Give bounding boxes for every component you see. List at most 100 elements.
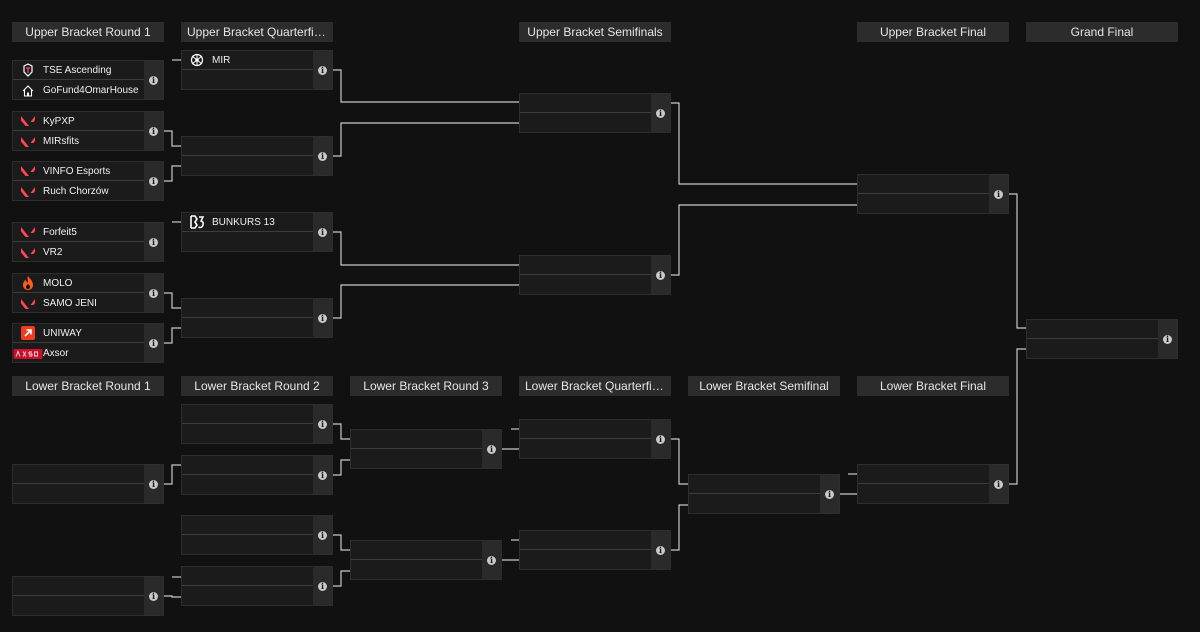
info-icon[interactable]: i [656, 545, 665, 555]
match-slot-empty[interactable] [13, 597, 145, 616]
match-slot[interactable]: Ruch Chorzów [13, 182, 145, 201]
match-slot[interactable]: VINFO Esports [13, 162, 145, 181]
match-slot-empty[interactable] [182, 157, 314, 176]
match-info-button[interactable]: i [144, 274, 163, 312]
match-slot-empty[interactable] [520, 114, 652, 133]
info-icon[interactable]: i [656, 108, 665, 118]
match-slot[interactable]: MIRsfits [13, 132, 145, 151]
match-info-button[interactable]: i [313, 137, 332, 175]
match-slot[interactable]: BUNKURS 13 [182, 213, 314, 232]
match-slot-empty[interactable] [182, 587, 314, 606]
info-icon[interactable]: i [487, 444, 496, 454]
match-slot-empty[interactable] [351, 450, 483, 469]
match-slot[interactable]: KyPXP [13, 112, 145, 131]
info-icon[interactable]: i [1163, 334, 1172, 344]
info-icon[interactable]: i [487, 555, 496, 565]
match-slot-empty[interactable] [520, 551, 652, 570]
match-slot-empty[interactable] [182, 516, 314, 535]
match-slot-empty[interactable] [520, 256, 652, 275]
info-icon[interactable]: i [149, 75, 158, 85]
match-info-button[interactable]: i [313, 516, 332, 554]
match-slot[interactable]: TSE Ascending [13, 61, 145, 80]
match-info-button[interactable]: i [144, 324, 163, 362]
info-icon[interactable]: i [994, 479, 1003, 489]
match-slot-empty[interactable] [351, 430, 483, 449]
match-info-button[interactable]: i [651, 420, 670, 458]
match-slot-empty[interactable] [520, 276, 652, 295]
match-slot-empty[interactable] [182, 425, 314, 444]
info-icon[interactable]: i [825, 489, 834, 499]
info-icon[interactable]: i [656, 270, 665, 280]
match-info-button[interactable]: i [313, 213, 332, 251]
match-info-button[interactable]: i [482, 541, 501, 579]
match-slot-empty[interactable] [520, 420, 652, 439]
match-info-button[interactable]: i [651, 531, 670, 569]
match-slot-empty[interactable] [182, 319, 314, 338]
match-info-button[interactable]: i [651, 94, 670, 132]
match-slot-empty[interactable] [858, 195, 990, 214]
match-info-button[interactable]: i [144, 465, 163, 503]
match-slot-empty[interactable] [689, 495, 821, 514]
match-slot-empty[interactable] [182, 536, 314, 555]
match-slot-empty[interactable] [1027, 340, 1159, 359]
match-info-button[interactable]: i [144, 61, 163, 99]
match-slot-empty[interactable] [13, 577, 145, 596]
match-slot-empty[interactable] [1027, 320, 1159, 339]
match-info-button[interactable]: i [820, 475, 839, 513]
match-slot-empty[interactable] [351, 541, 483, 560]
match-slot[interactable]: MOLO [13, 274, 145, 293]
match-slot-empty[interactable] [858, 175, 990, 194]
info-icon[interactable]: i [318, 65, 327, 75]
match-info-button[interactable]: i [989, 175, 1008, 213]
info-icon[interactable]: i [318, 227, 327, 237]
match-info-button[interactable]: i [313, 299, 332, 337]
match-slot-empty[interactable] [520, 531, 652, 550]
match-slot-empty[interactable] [858, 485, 990, 504]
match-slot[interactable]: VR2 [13, 243, 145, 262]
info-icon[interactable]: i [318, 470, 327, 480]
match-info-button[interactable]: i [144, 162, 163, 200]
info-icon[interactable]: i [149, 479, 158, 489]
match-slot[interactable]: UNIWAY [13, 324, 145, 343]
match-slot[interactable]: Axsor [13, 344, 145, 363]
info-icon[interactable]: i [149, 176, 158, 186]
match-slot-empty[interactable] [182, 71, 314, 90]
match-slot-empty[interactable] [182, 405, 314, 424]
info-icon[interactable]: i [149, 237, 158, 247]
info-icon[interactable]: i [318, 419, 327, 429]
info-icon[interactable]: i [318, 313, 327, 323]
match-slot[interactable]: GoFund4OmarHouse [13, 81, 145, 100]
match-slot[interactable]: SAMO JENI [13, 294, 145, 313]
match-info-button[interactable]: i [144, 112, 163, 150]
match-info-button[interactable]: i [144, 577, 163, 615]
info-icon[interactable]: i [656, 434, 665, 444]
info-icon[interactable]: i [318, 530, 327, 540]
match-slot-empty[interactable] [689, 475, 821, 494]
info-icon[interactable]: i [149, 338, 158, 348]
match-info-button[interactable]: i [989, 465, 1008, 503]
match-info-button[interactable]: i [651, 256, 670, 294]
match-info-button[interactable]: i [144, 223, 163, 261]
match-slot[interactable]: MIR [182, 51, 314, 70]
info-icon[interactable]: i [149, 126, 158, 136]
info-icon[interactable]: i [149, 591, 158, 601]
match-slot[interactable]: Forfeit5 [13, 223, 145, 242]
match-slot-empty[interactable] [13, 485, 145, 504]
info-icon[interactable]: i [318, 151, 327, 161]
match-slot-empty[interactable] [858, 465, 990, 484]
match-info-button[interactable]: i [313, 456, 332, 494]
match-info-button[interactable]: i [482, 430, 501, 468]
match-slot-empty[interactable] [13, 465, 145, 484]
info-icon[interactable]: i [149, 288, 158, 298]
match-slot-empty[interactable] [182, 567, 314, 586]
match-slot-empty[interactable] [182, 299, 314, 318]
match-slot-empty[interactable] [182, 456, 314, 475]
match-info-button[interactable]: i [313, 405, 332, 443]
match-slot-empty[interactable] [182, 476, 314, 495]
match-slot-empty[interactable] [182, 137, 314, 156]
match-slot-empty[interactable] [520, 440, 652, 459]
match-slot-empty[interactable] [182, 233, 314, 252]
match-info-button[interactable]: i [313, 567, 332, 605]
match-slot-empty[interactable] [520, 94, 652, 113]
info-icon[interactable]: i [318, 581, 327, 591]
